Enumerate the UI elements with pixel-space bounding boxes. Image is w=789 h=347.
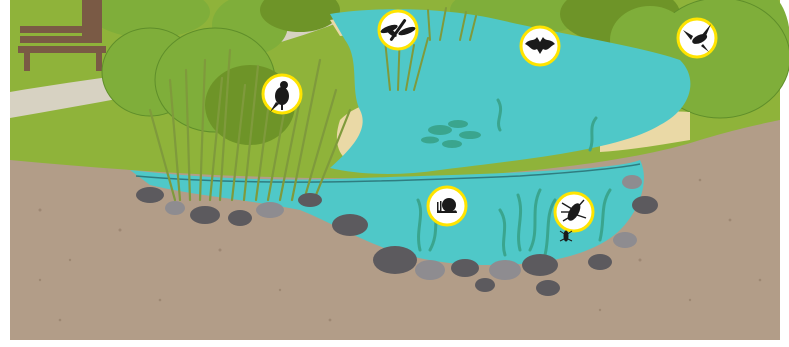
water-insect-badge <box>555 193 593 231</box>
hummingbird-badge <box>678 19 716 57</box>
dragonfly-badge <box>379 11 417 49</box>
bird-badge <box>263 75 301 113</box>
snail-badge <box>428 187 466 225</box>
bat-badge <box>521 27 559 65</box>
